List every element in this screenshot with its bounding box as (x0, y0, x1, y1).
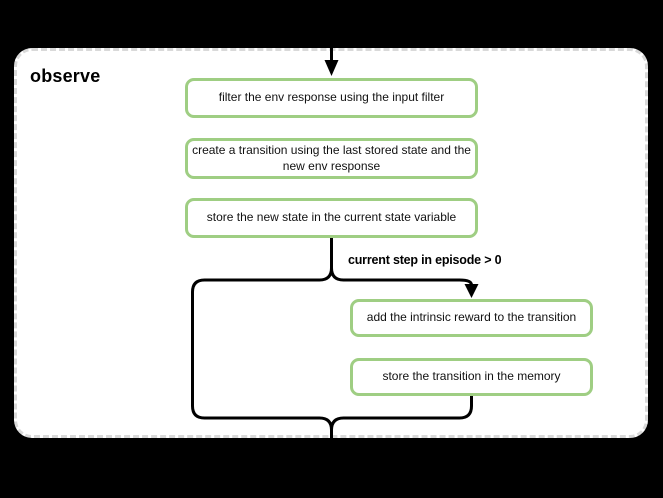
node-store-new-state: store the new state in the current state… (185, 198, 478, 238)
node-label: store the transition in the memory (382, 369, 561, 384)
frame-title: observe (30, 66, 101, 86)
node-label: create a transition using the last store… (192, 142, 471, 173)
node-add-intrinsic-reward: add the intrinsic reward to the transiti… (350, 299, 593, 337)
node-label: store the new state in the current state… (206, 210, 457, 225)
node-create-transition: create a transition using the last store… (185, 138, 478, 179)
node-label: add the intrinsic reward to the transiti… (366, 310, 577, 325)
condition-label: current step in episode > 0 (348, 253, 502, 267)
node-store-transition: store the transition in the memory (350, 358, 593, 396)
node-filter-env-response: filter the env response using the input … (185, 78, 478, 118)
node-label: filter the env response using the input … (218, 90, 445, 105)
